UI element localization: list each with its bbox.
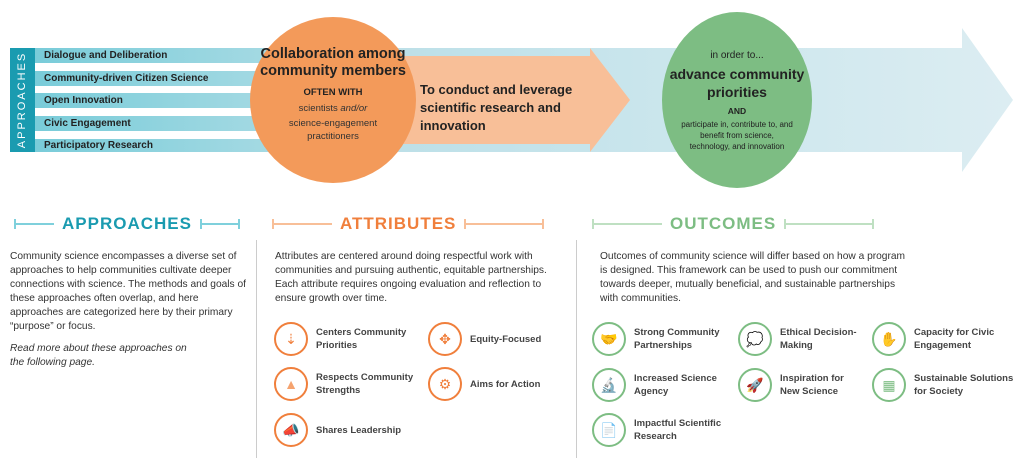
approach-item: Open Innovation <box>44 95 123 106</box>
approaches-band-label: APPROACHES <box>10 48 35 152</box>
raised-hand-icon: ✋ <box>872 322 906 356</box>
outcomes-text: Outcomes of community science will diffe… <box>600 251 906 304</box>
approach-item: Participatory Research <box>44 140 153 151</box>
outcome-item: 🔬Increased Science Agency <box>592 368 729 402</box>
often-with-scientists: scientists and/or <box>299 102 368 115</box>
thought-bubble-icon: 💭 <box>738 322 772 356</box>
outcome-item: ▦Sustainable Solutions for Society <box>872 368 1019 402</box>
approach-item: Civic Engagement <box>44 118 131 129</box>
puzzle-icon: ✥ <box>428 322 462 356</box>
column-divider <box>256 240 257 458</box>
attribute-item: ⚙Aims for Action <box>428 367 570 401</box>
attribute-item: ✥Equity-Focused <box>428 322 570 356</box>
collaboration-text: Collaboration among community members OF… <box>250 46 416 143</box>
outcome-item: 🤝Strong Community Partnerships <box>592 322 729 356</box>
rocket-icon: 🚀 <box>738 368 772 402</box>
attribute-item: ▲Respects Community Strengths <box>274 367 416 401</box>
middle-arrow <box>395 48 630 152</box>
approaches-column: Community science encompasses a diverse … <box>10 250 252 370</box>
outcomes-heading: OUTCOMES <box>592 214 875 234</box>
and-or-text: and/or <box>340 103 368 114</box>
in-order-to-text: in order to... <box>710 50 764 61</box>
community-center-icon: ⇣ <box>274 322 308 356</box>
microscope-icon: 🔬 <box>592 368 626 402</box>
collaboration-title: Collaboration among community members <box>260 46 406 79</box>
scientists-text: scientists <box>298 103 338 114</box>
framework-arrow-graphic <box>10 12 1013 188</box>
document-icon: 📄 <box>592 413 626 447</box>
often-with-practitioners: science-engagement practitioners <box>288 118 378 142</box>
collaboration-circle <box>250 17 416 183</box>
often-with-label: OFTEN WITH <box>303 87 363 98</box>
outcome-detail: participate in, contribute to, and benef… <box>681 120 793 151</box>
outcome-item: 🚀Inspiration for New Science <box>738 368 866 402</box>
and-label: AND <box>727 106 747 116</box>
outcome-item: 📄Impactful Scientific Research <box>592 413 729 447</box>
approaches-vertical-text: APPROACHES <box>16 51 29 149</box>
attribute-item: 📣Shares Leadership <box>274 413 416 447</box>
approach-bars <box>35 48 295 152</box>
approaches-text: Community science encompasses a diverse … <box>10 251 246 332</box>
outcome-item: 💭Ethical Decision-Making <box>738 322 866 356</box>
megaphone-icon: 📣 <box>274 413 308 447</box>
approaches-note: Read more about these approaches on the … <box>10 343 187 368</box>
approach-item: Dialogue and Deliberation <box>44 50 168 61</box>
bricks-icon: ▦ <box>872 368 906 402</box>
approach-item: Community-driven Citizen Science <box>44 73 209 84</box>
outcome-circle <box>662 12 812 188</box>
gears-icon: ⚙ <box>428 367 462 401</box>
outcome-item: ✋Capacity for Civic Engagement <box>872 322 1014 356</box>
middle-arrow-text: To conduct and leverage scientific resea… <box>420 82 573 133</box>
attribute-item: ⇣Centers Community Priorities <box>274 322 416 356</box>
advance-priorities-title: advance community priorities <box>669 66 805 100</box>
approaches-heading: APPROACHES <box>14 214 240 234</box>
outcome-circle-text: in order to... advance community priorit… <box>662 50 812 152</box>
attributes-text: Attributes are centered around doing res… <box>275 251 547 304</box>
attributes-heading: ATTRIBUTES <box>272 214 545 234</box>
mountains-icon: ▲ <box>274 367 308 401</box>
handshake-icon: 🤝 <box>592 322 626 356</box>
column-divider <box>576 240 577 458</box>
